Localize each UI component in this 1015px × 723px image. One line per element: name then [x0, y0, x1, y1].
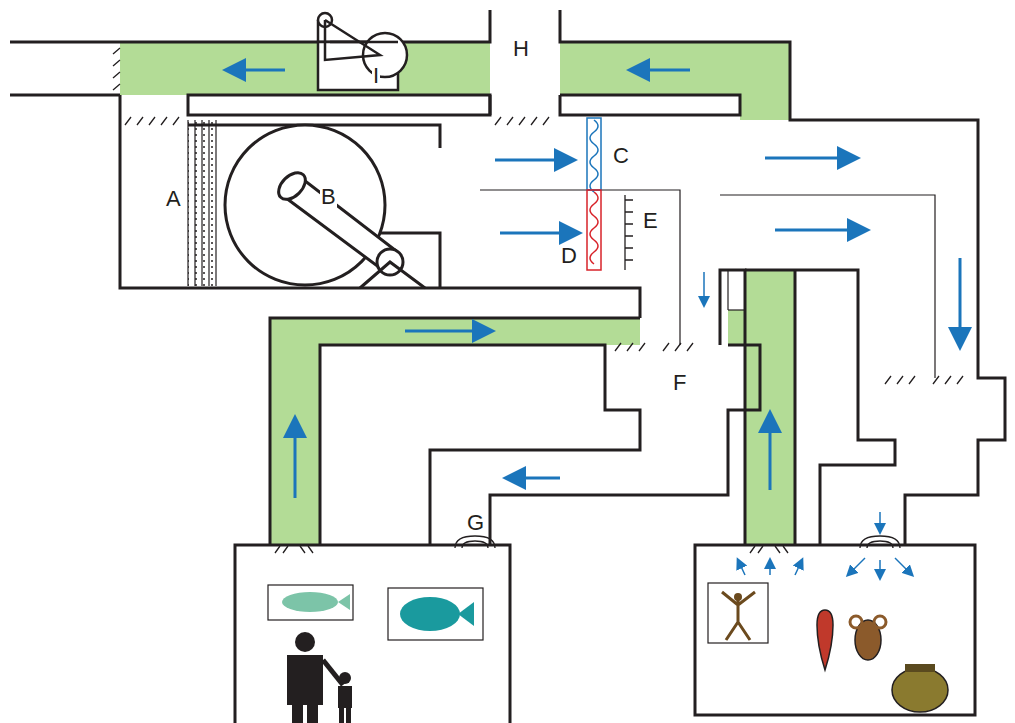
exhaust-fan [318, 13, 407, 90]
filter [188, 120, 216, 286]
artifact-exhibit [708, 583, 948, 712]
airflow-arrow [704, 272, 912, 578]
callout-letter: B [320, 186, 337, 208]
duct-walls [10, 10, 1005, 723]
airflow-arrow [228, 70, 960, 498]
callout-letter: D [560, 245, 578, 267]
humidifier [625, 195, 633, 270]
divider-line [480, 190, 935, 378]
callout-letter: C [612, 145, 630, 167]
callout-letter: A [165, 188, 182, 210]
callout-letter: E [642, 210, 659, 232]
supply-fan [225, 125, 425, 288]
return-duct [120, 42, 795, 545]
damper-hatch [113, 48, 963, 553]
callout-letter: G [466, 512, 485, 534]
callout-letter: F [672, 372, 687, 394]
callout-letter: H [512, 38, 530, 60]
coil [587, 118, 601, 270]
callout-letter: I [372, 65, 380, 87]
aquarium-exhibit [268, 585, 483, 723]
